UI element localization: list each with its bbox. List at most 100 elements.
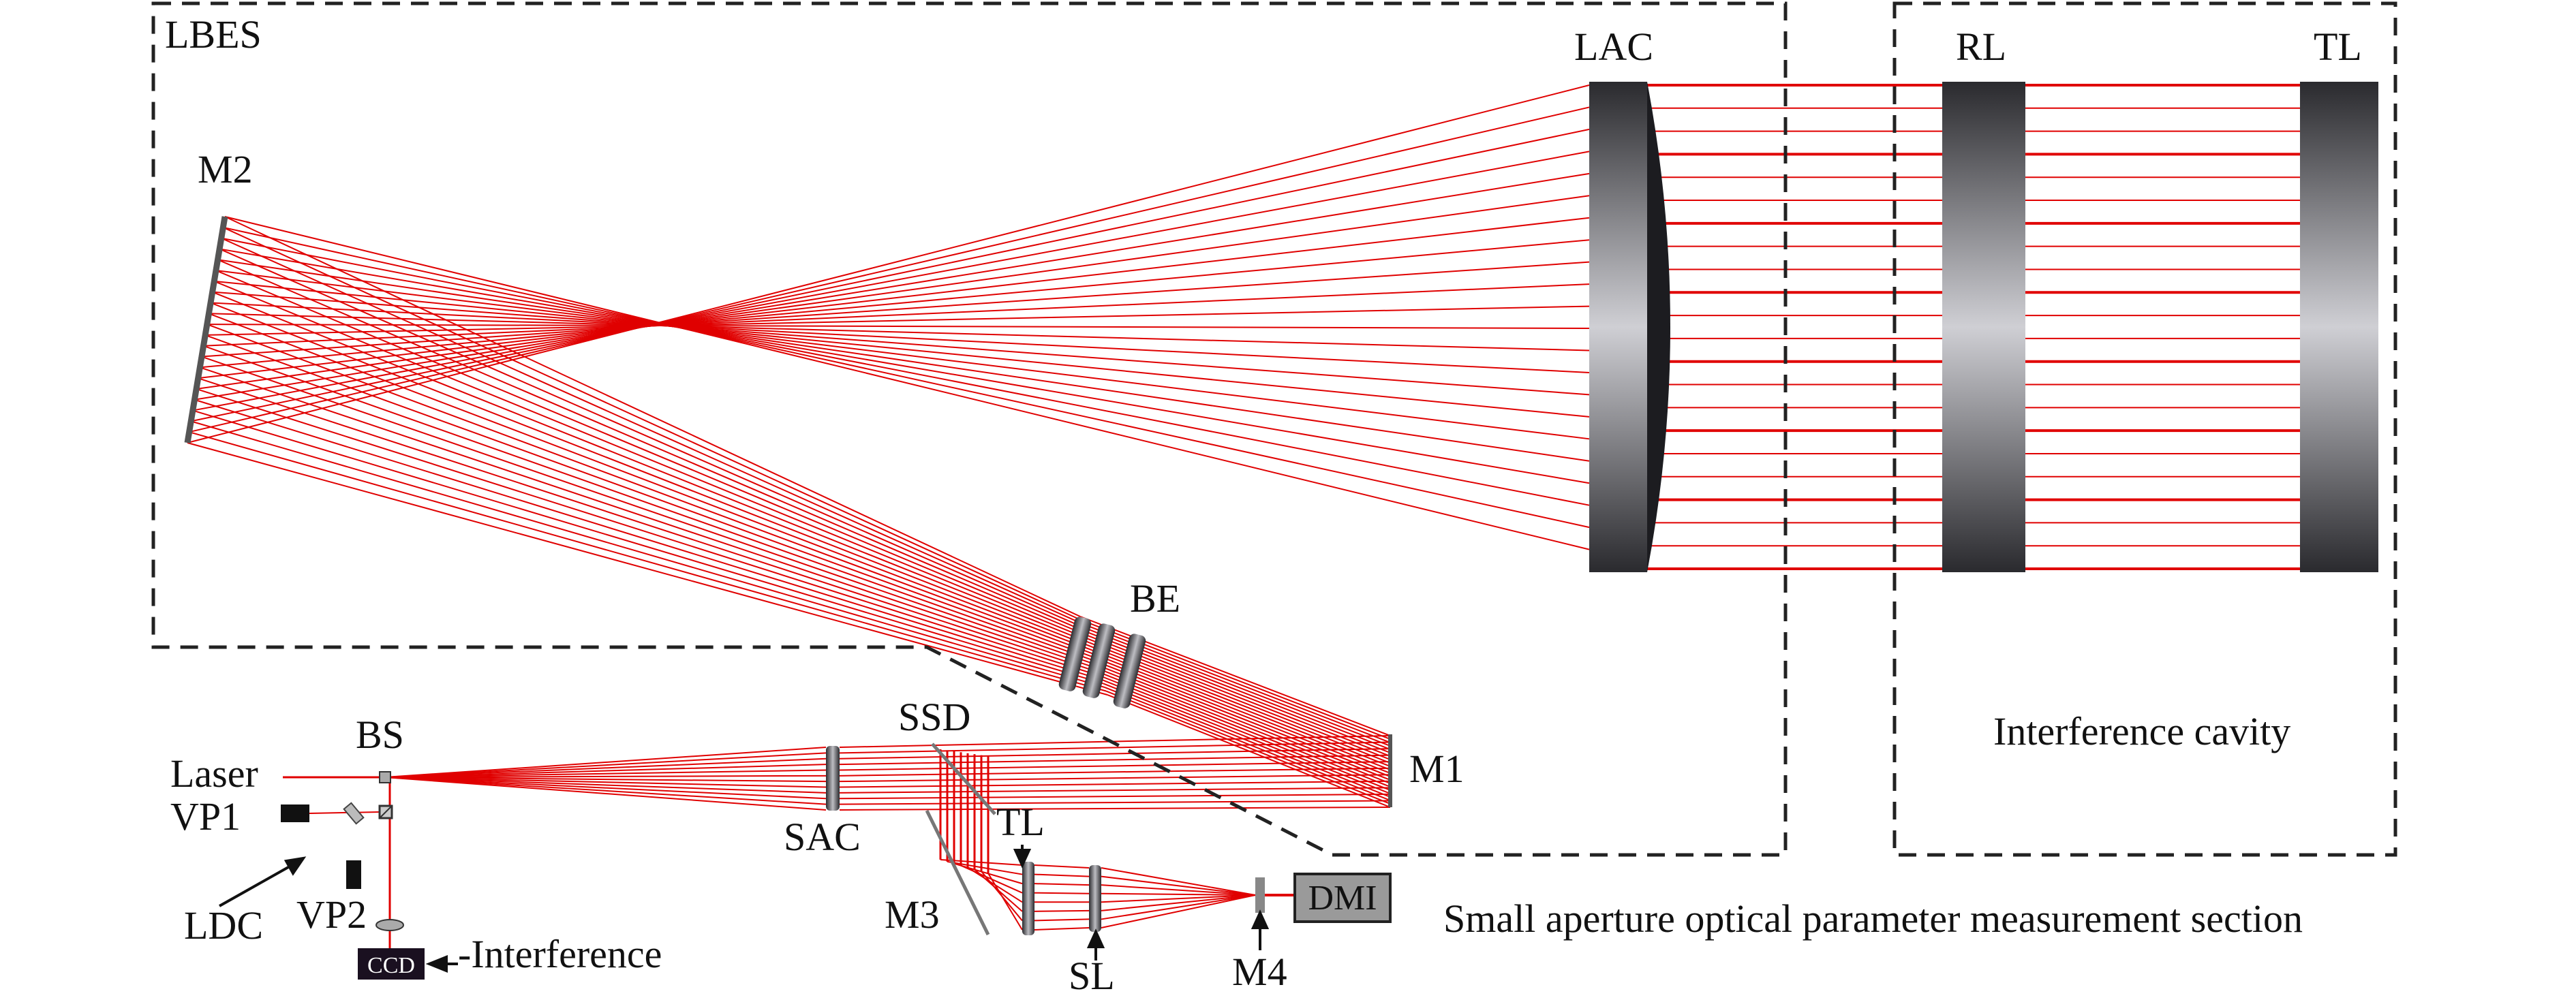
beam-ray — [221, 237, 1590, 506]
bs-cube — [378, 771, 393, 819]
beam-ray — [187, 442, 1108, 696]
beam-ray — [839, 767, 1391, 777]
interference-cavity-frame — [1892, 1, 2397, 857]
tl-small-lens — [1022, 862, 1034, 935]
lbes-frame — [151, 1, 1788, 857]
beam-ray — [212, 291, 1590, 396]
beam-ray — [384, 777, 827, 811]
beam-ray — [201, 261, 1590, 358]
label-sac: SAC — [784, 815, 861, 859]
beam-ray — [1101, 894, 1256, 928]
beam-ray — [212, 291, 1090, 644]
label-m3: M3 — [885, 892, 940, 937]
label-lbes: LBES — [165, 12, 262, 57]
label-m4: M4 — [1232, 950, 1287, 994]
beam-ray — [223, 226, 1590, 529]
beam-ray — [198, 217, 1590, 379]
beam-ray — [219, 248, 1085, 629]
beam-ray — [1094, 657, 1391, 774]
beam-ray — [204, 334, 1095, 659]
beam-ray — [224, 216, 1590, 550]
beam-ray — [203, 283, 1590, 347]
beam-ray — [1034, 918, 1090, 922]
ccd-lens — [375, 919, 404, 931]
beam-ray — [217, 259, 1590, 462]
beam-ray — [1095, 660, 1391, 777]
beam-ray — [1034, 927, 1090, 931]
beam-ray — [224, 216, 1081, 617]
beam-ray — [1034, 892, 1090, 894]
beam-ray — [219, 248, 1590, 484]
beam-ray — [1097, 664, 1391, 781]
label-interference-cavity: Interference cavity — [1993, 709, 2290, 753]
beam-ray — [1101, 894, 1256, 920]
label-bs: BS — [356, 713, 404, 757]
beam-ray — [1103, 683, 1391, 798]
beam-ray — [839, 780, 1391, 788]
dashed-frames — [151, 1, 2397, 857]
beam-ray — [384, 777, 827, 788]
laser-beams — [187, 84, 2378, 948]
beam-ray — [1101, 894, 1256, 903]
beam-ray — [191, 128, 1590, 422]
label-be: BE — [1130, 576, 1180, 621]
beam-ray — [209, 313, 1590, 351]
lac-lens — [1589, 82, 1670, 572]
beam-ray — [1091, 649, 1391, 767]
tl-cavity-lens — [2300, 82, 2378, 572]
sl-lens — [1089, 865, 1101, 932]
beam-ray — [206, 324, 1590, 330]
label-lac: LAC — [1574, 25, 1653, 69]
label-rl: RL — [1956, 25, 2006, 69]
beam-ray — [839, 741, 1391, 754]
m4-mirror — [1255, 877, 1265, 913]
beam-ray — [1101, 675, 1391, 791]
beam-ray — [384, 757, 827, 778]
beam-ray — [201, 356, 1098, 666]
beam-ray — [189, 106, 1590, 433]
beam-ray — [1101, 892, 1256, 896]
beam-ray — [384, 777, 827, 800]
label-m1: M1 — [1409, 747, 1465, 791]
dmi-box — [1293, 873, 1392, 923]
sac-lens — [826, 746, 840, 811]
beam-ray — [200, 239, 1590, 369]
m2-mirror — [184, 216, 228, 443]
beam-ray — [1101, 884, 1256, 896]
beam-ray — [384, 752, 827, 778]
label-tl-small: TL — [996, 800, 1045, 844]
beam-ray — [987, 873, 1023, 931]
beam-ray — [384, 747, 827, 778]
label-vp2: VP2 — [296, 892, 367, 937]
beam-ray — [839, 807, 1391, 811]
label-m2: M2 — [198, 147, 253, 191]
beam-ray — [190, 420, 1105, 689]
text-labels: LBES M2 LAC RL TL BE M1 SSD BS Laser VP1… — [165, 12, 2362, 998]
dmi-label: DMI — [1308, 879, 1377, 918]
beam-ray — [214, 280, 1590, 418]
label-tl-cavity: TL — [2314, 25, 2362, 69]
label-laser: Laser — [170, 751, 258, 796]
beam-ray — [1092, 653, 1391, 770]
label-vp1: VP1 — [170, 794, 241, 839]
vp1-block — [281, 804, 309, 822]
beam-ray — [205, 305, 1590, 336]
beam-ray — [839, 800, 1391, 805]
beam-ray — [198, 377, 1100, 674]
beam-ray — [196, 388, 1101, 677]
beam-ray — [1105, 690, 1391, 804]
m3-mirror — [925, 809, 990, 936]
label-small-section: Small aperture optical parameter measure… — [1443, 896, 2303, 941]
ccd-label: CCD — [367, 953, 415, 978]
beam-ray — [1101, 894, 1256, 911]
label-ldc: LDC — [184, 903, 263, 948]
be-lenses — [1058, 616, 1146, 708]
beam-ray — [196, 195, 1590, 390]
beam-ray — [839, 761, 1391, 771]
beam-ray — [1101, 875, 1256, 896]
beam-ray — [192, 151, 1590, 411]
label-interference: -Interference — [458, 932, 662, 976]
beam-ray — [194, 172, 1590, 401]
beam-ray — [215, 270, 1590, 440]
